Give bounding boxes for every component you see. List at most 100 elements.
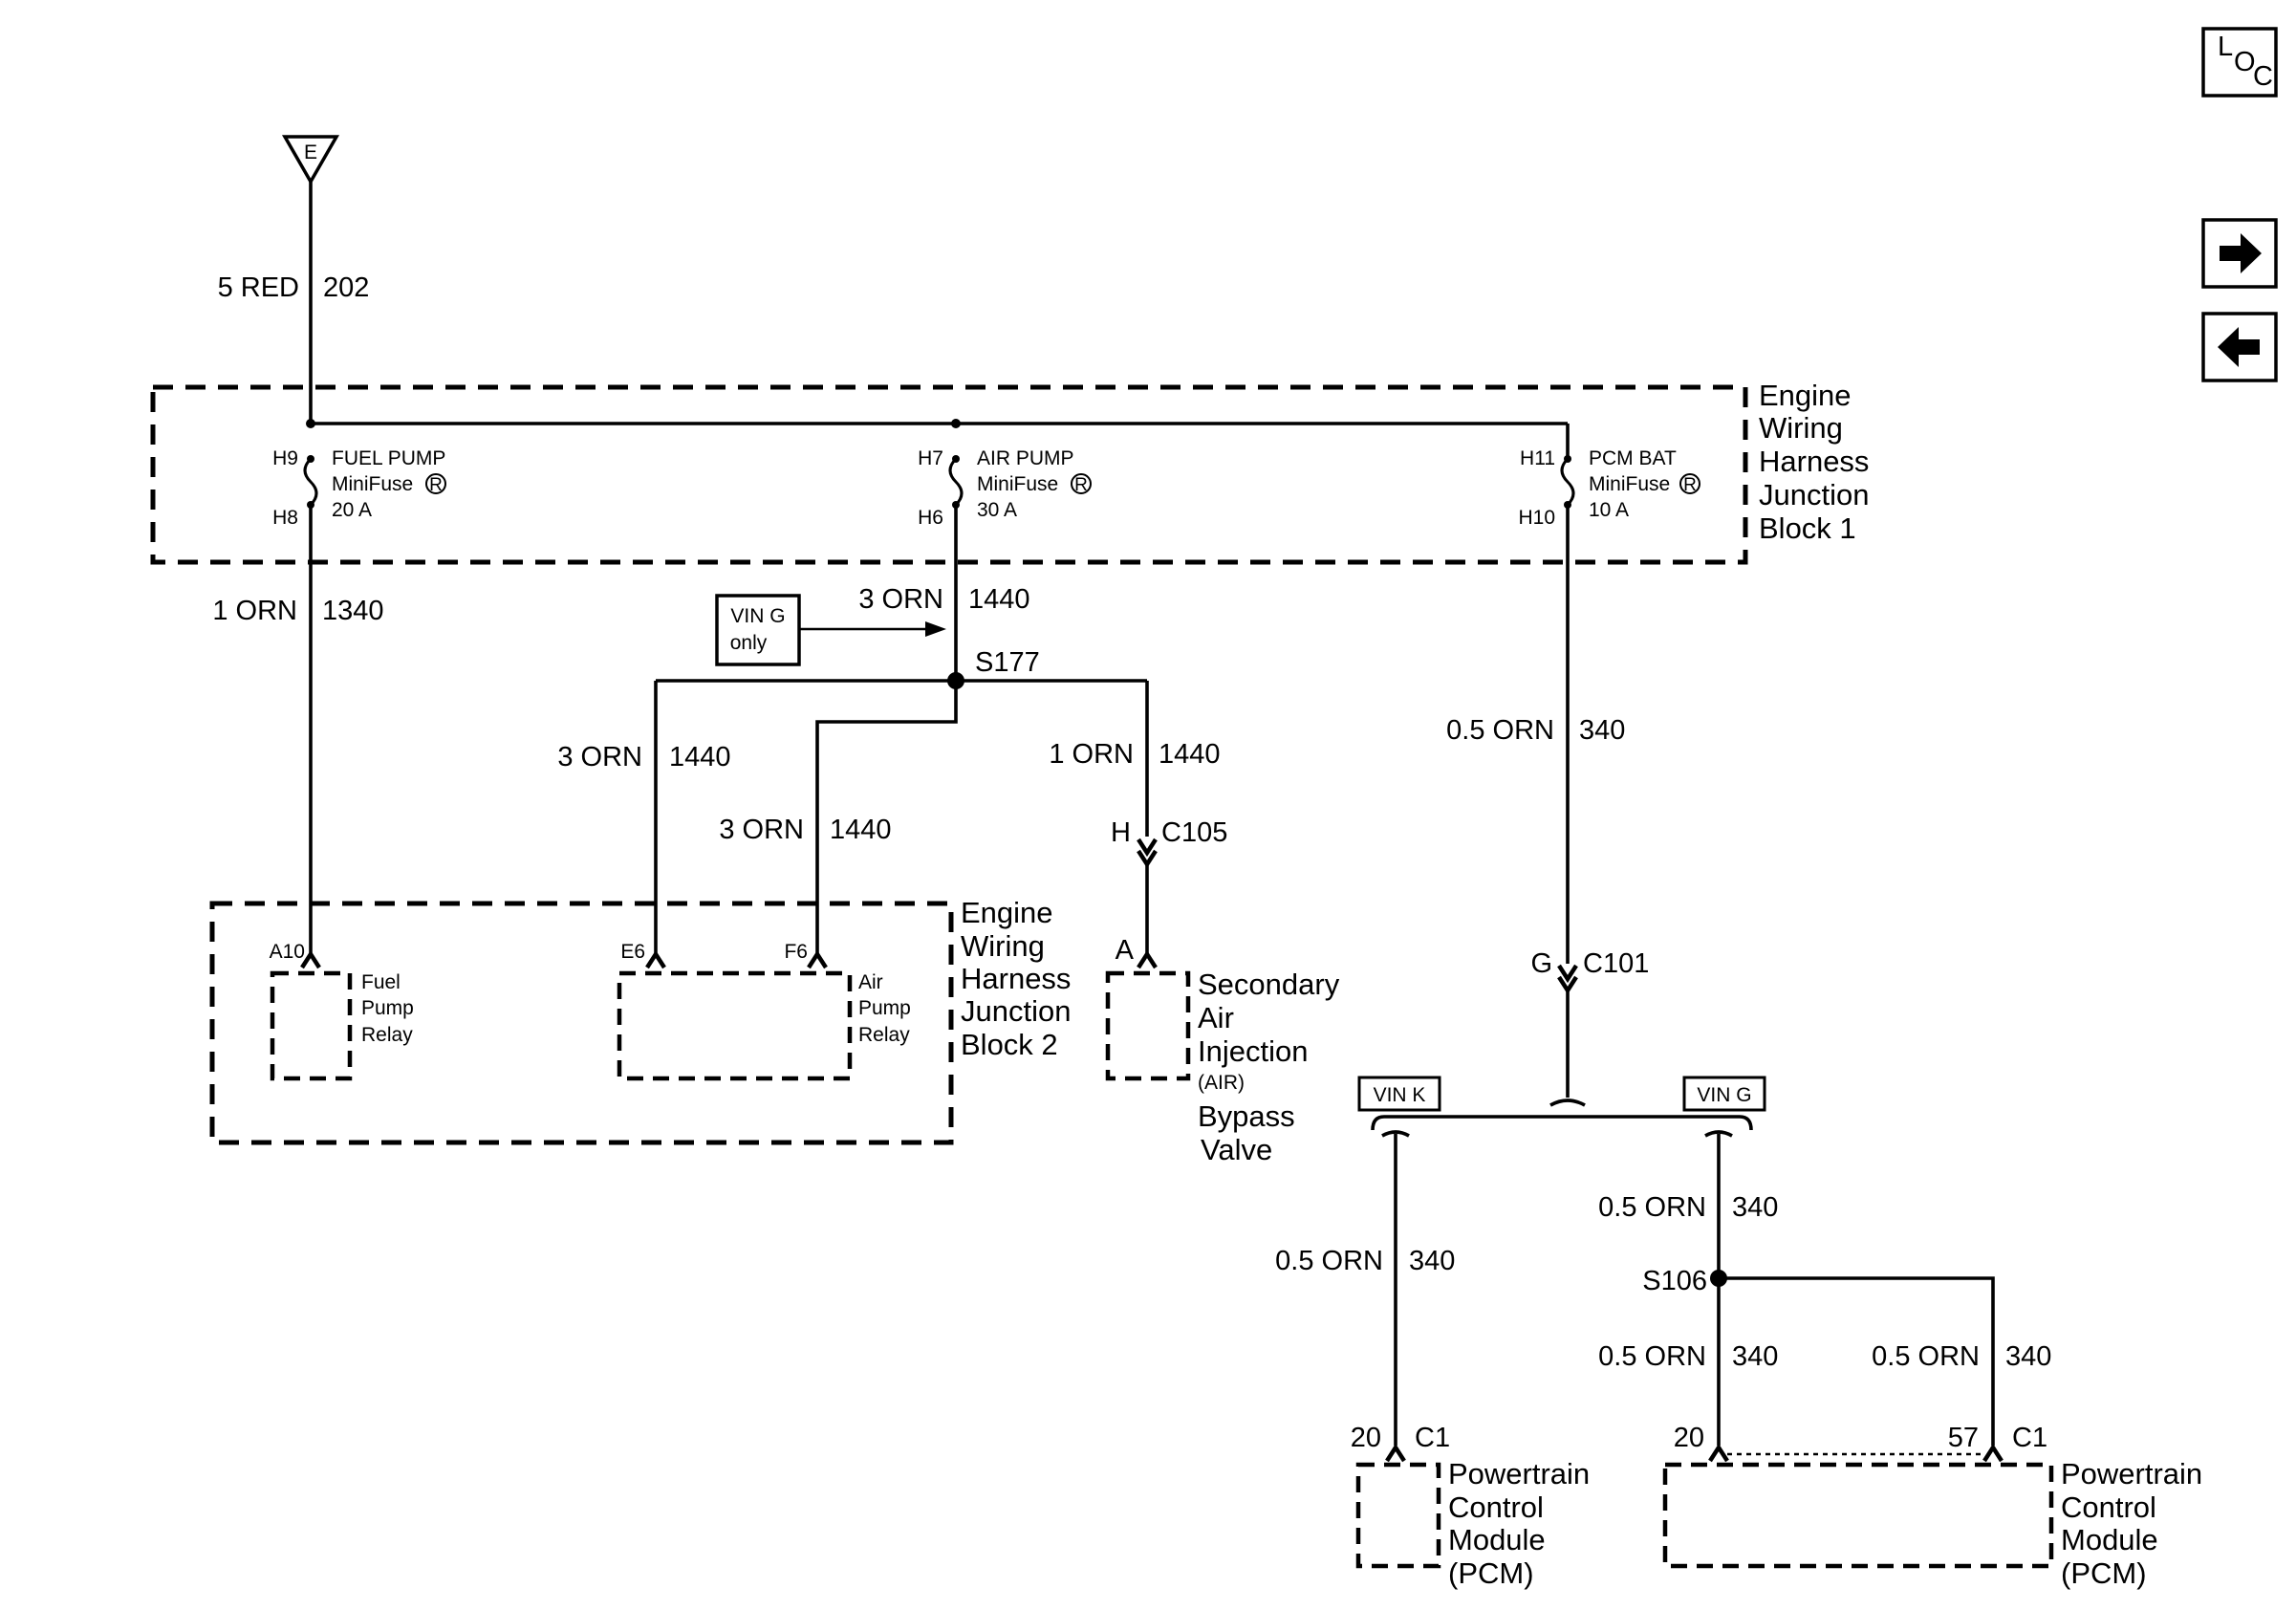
fuse-name: FUEL PUMP <box>332 447 445 469</box>
fuse-pin-in: H9 <box>272 447 298 469</box>
jb1-label-line: Engine <box>1759 379 1852 412</box>
jb2-label-line: Block 2 <box>961 1028 1058 1061</box>
jb2-label-line: Engine <box>961 896 1053 929</box>
wire-color: 3 ORN <box>719 815 804 845</box>
air-bypass-valve: A Secondary Air Injection (AIR) Bypass V… <box>1105 935 1340 1166</box>
wire-circuit: 340 <box>1579 715 1625 746</box>
pcm-label-line: Module <box>1448 1523 1546 1556</box>
registered-mark-text: R <box>1683 475 1697 495</box>
wire-color: 1 ORN <box>212 596 297 626</box>
valve-label-line: Bypass <box>1198 1099 1295 1133</box>
relay-label-line: Fuel <box>361 971 401 993</box>
relay-label-line: Pump <box>361 997 414 1019</box>
fuse-type: MiniFuse <box>1589 473 1670 495</box>
wire-corner <box>1371 1115 1385 1131</box>
pcm-label-line: (PCM) <box>1448 1556 1534 1590</box>
wire-circuit: 1340 <box>322 596 384 626</box>
back-button[interactable] <box>2201 312 2278 382</box>
wire-color: 1 ORN <box>1049 739 1134 770</box>
connector-pin: 20 <box>1351 1423 1381 1453</box>
wire-circuit: 1440 <box>830 815 892 845</box>
valve-label-line: Valve <box>1201 1133 1272 1166</box>
bus-node <box>306 419 315 428</box>
fuse-type: MiniFuse <box>977 473 1058 495</box>
bus-node <box>951 419 961 428</box>
air-f6-wire <box>815 681 958 956</box>
wire-circuit: 1440 <box>669 742 731 772</box>
source-e-label: E <box>304 141 317 163</box>
wire-color: 0.5 ORN <box>1275 1246 1383 1276</box>
arrow-left-icon <box>2218 327 2260 367</box>
wire-color: 3 ORN <box>858 584 943 615</box>
jb1-label-line: Wiring <box>1759 411 1843 445</box>
vin-g-tag: VIN G <box>1682 1076 1766 1112</box>
connector-pin-mark <box>300 949 321 969</box>
registered-mark-text: R <box>1074 475 1088 495</box>
fuse-pin-out: H6 <box>918 507 943 529</box>
fuse-icon <box>948 457 964 507</box>
connector-c101: G C101 <box>1530 948 1649 995</box>
air-pump-fuse: H7 H6 AIR PUMP MiniFuse R 30 A <box>918 447 1092 529</box>
wire-circuit: 1440 <box>968 584 1030 615</box>
relay-label-line: Pump <box>858 997 911 1019</box>
connector-pin-mark <box>1137 949 1158 969</box>
relay-label-line: Relay <box>361 1024 413 1046</box>
relay-pin: F6 <box>784 941 808 963</box>
wire-split-mark <box>1381 1130 1410 1138</box>
wire-circuit: 340 <box>1409 1246 1455 1276</box>
pcm-label-line: Powertrain <box>1448 1457 1590 1490</box>
fuse-icon <box>1560 457 1575 507</box>
connector-pin: H <box>1111 817 1131 848</box>
wire-circuit: 340 <box>1732 1341 1778 1372</box>
valve-label-line: Air <box>1198 1001 1234 1034</box>
jb2-label-line: Wiring <box>961 929 1045 963</box>
wire-circuit: 1440 <box>1159 739 1221 770</box>
pcm-label-line: Powertrain <box>2061 1457 2202 1490</box>
arrow-right-icon <box>925 621 946 637</box>
wire-color: 0.5 ORN <box>1872 1341 1980 1372</box>
registered-mark-icon <box>425 473 446 494</box>
loc-l-text: L <box>2218 32 2233 62</box>
junction-block-2-outline <box>209 901 954 1145</box>
forward-button[interactable] <box>2201 218 2278 289</box>
source-e-symbol: E <box>281 135 340 185</box>
wire-circuit: 340 <box>2005 1341 2051 1372</box>
pcm-vin-k: 20 C1 Powertrain Control Module (PCM) <box>1351 1423 1590 1590</box>
pcm-label-line: (PCM) <box>2061 1556 2147 1590</box>
pcm-label-line: Control <box>2061 1490 2156 1524</box>
wire-color: 0.5 ORN <box>1598 1192 1706 1223</box>
jb1-label-line: Harness <box>1759 445 1869 478</box>
fuse-icon <box>303 457 318 507</box>
fuse-pin-in: H7 <box>918 447 943 469</box>
splice-s106-label: S106 <box>1642 1266 1707 1296</box>
relay-label-line: Relay <box>858 1024 910 1046</box>
junction-block-1-outline <box>150 384 1748 565</box>
fuel-pump-fuse: H9 H8 FUEL PUMP MiniFuse R 20 A <box>272 447 446 529</box>
vin-note-line: VIN G <box>730 605 785 627</box>
wire-split-mark <box>1549 1099 1586 1107</box>
relay-label-line: Air <box>858 971 883 993</box>
wire-color: 0.5 ORN <box>1598 1341 1706 1372</box>
connector-pin-mark <box>1982 1443 2004 1463</box>
valve-label-line: Injection <box>1198 1034 1308 1068</box>
wire-split-mark <box>1704 1130 1733 1138</box>
location-button[interactable]: L O C <box>2201 27 2278 98</box>
fuse-pin-out: H8 <box>272 507 298 529</box>
wire-color: 3 ORN <box>557 742 642 772</box>
wire-corner <box>1739 1115 1753 1131</box>
connector-name: C105 <box>1161 817 1227 848</box>
connector-name: C101 <box>1583 948 1649 979</box>
fuse-name: AIR PUMP <box>977 447 1074 469</box>
fuse-rating: 20 A <box>332 499 372 521</box>
pcm-label-line: Control <box>1448 1490 1544 1524</box>
fuse-rating: 30 A <box>977 499 1017 521</box>
jb2-label-line: Junction <box>961 994 1071 1028</box>
jb2-label-line: Harness <box>961 962 1071 995</box>
relay-pin: A10 <box>270 941 305 963</box>
fuse-type: MiniFuse <box>332 473 413 495</box>
registered-mark-icon <box>1071 473 1092 494</box>
wire-circuit: 340 <box>1732 1192 1778 1223</box>
vin-note-line: only <box>730 632 768 654</box>
fuse-pin-out: H10 <box>1518 507 1555 529</box>
